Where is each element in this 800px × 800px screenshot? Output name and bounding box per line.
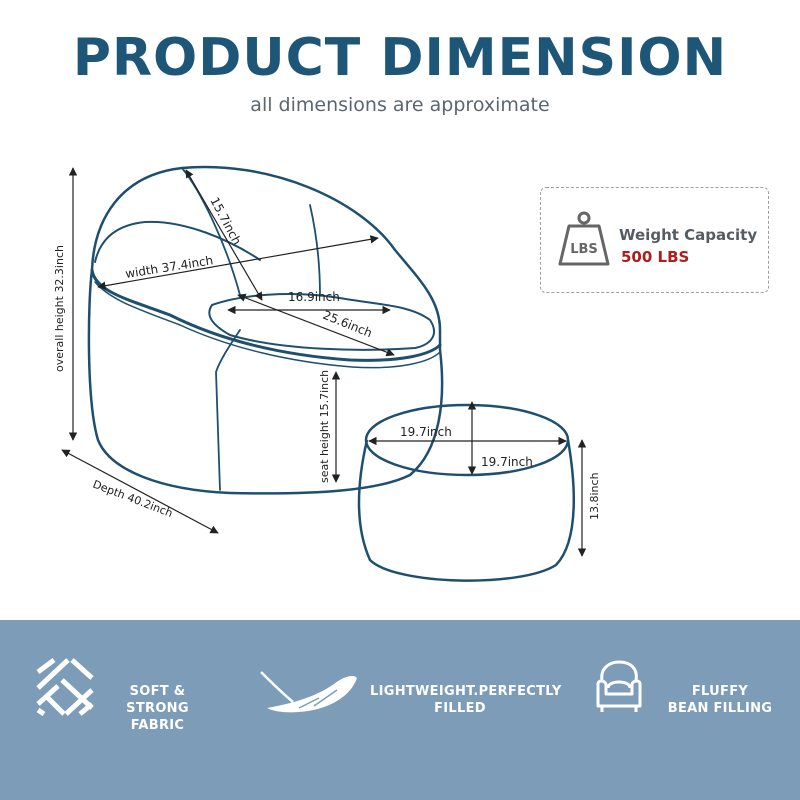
seat-width-label: 16.9inch — [288, 290, 340, 304]
seat-height-label: seat height 15.7inch — [318, 370, 331, 483]
dimension-arrows — [61, 167, 587, 557]
features-band: SOFT & STRONG FABRIC LIGHTWEIGHT.PERFECT… — [0, 620, 800, 800]
overall-height-label: overall height 32.3inch — [53, 245, 66, 372]
feature-lightweight-label: LIGHTWEIGHT.PERFECTLY FILLED — [370, 684, 562, 716]
feature-fabric-label: SOFT & STRONG FABRIC — [126, 684, 189, 733]
page-title: PRODUCT DIMENSION — [72, 28, 728, 88]
dimension-drawing: overall height 32.3inch width 37.4inch 1… — [53, 165, 601, 582]
weight-capacity-card: LBS Weight Capacity 500 LBS — [540, 187, 769, 293]
feature-lightweight: LIGHTWEIGHT.PERFECTLY FILLED — [255, 620, 562, 800]
seat-diagonal-label: 25.6inch — [321, 308, 374, 340]
weight-capacity-label: Weight Capacity — [619, 226, 758, 244]
ottoman-width-label: 19.7inch — [400, 425, 452, 439]
feather-icon — [260, 671, 357, 713]
weight-lbs-icon: LBS — [558, 211, 610, 266]
ottoman-height-label: 13.8inch — [588, 472, 601, 520]
armchair-icon — [596, 660, 642, 712]
fabric-weave-icon — [36, 658, 94, 716]
ottoman-depth-label: 19.7inch — [481, 455, 533, 469]
feature-filling-label: FLUFFY BEAN FILLING — [667, 684, 773, 716]
ottoman-outline — [357, 403, 576, 582]
feature-fabric: SOFT & STRONG FABRIC — [0, 620, 260, 800]
width-label: width 37.4inch — [124, 253, 214, 281]
chair-outline — [87, 165, 444, 495]
weight-icon-text: LBS — [570, 242, 598, 257]
feature-filling: FLUFFY BEAN FILLING — [580, 620, 800, 800]
page-subtitle: all dimensions are approximate — [250, 94, 550, 116]
weight-capacity-value: 500 LBS — [621, 248, 690, 266]
